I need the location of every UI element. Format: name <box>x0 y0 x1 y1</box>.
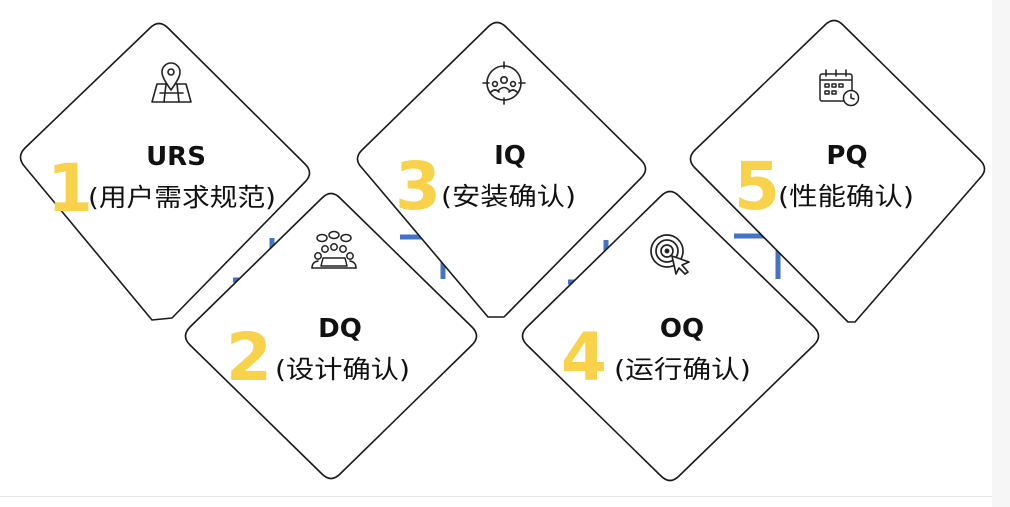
diamond-step-4 <box>521 190 820 482</box>
step-5-abbr: PQ <box>826 141 867 171</box>
right-edge-panel <box>992 0 1010 507</box>
step-2-number: 2 <box>226 319 272 396</box>
bottom-divider <box>0 496 992 497</box>
step-5-number: 5 <box>734 148 780 225</box>
diamond-step-5 <box>689 19 986 323</box>
diamonds <box>19 19 986 482</box>
step-4-number: 4 <box>561 319 607 396</box>
step-3-abbr: IQ <box>494 141 526 171</box>
step-1-number: 1 <box>47 150 93 227</box>
target-cursor-icon <box>650 234 690 275</box>
install-target-icon <box>482 61 526 105</box>
calendar-clock-icon <box>819 69 860 107</box>
step-3-number: 3 <box>395 148 441 225</box>
diamond-step-1 <box>19 22 311 321</box>
step-5-label: (性能确认) <box>778 182 914 211</box>
step-2-label: (设计确认) <box>275 355 410 384</box>
diamond-step-3 <box>356 21 647 318</box>
map-pin-icon <box>151 62 192 103</box>
diamond-step-2 <box>184 192 478 480</box>
step-1-abbr: URS <box>146 142 206 172</box>
meeting-icon <box>311 230 357 269</box>
step-1-label: (用户需求规范) <box>88 183 276 212</box>
step-2-abbr: DQ <box>318 314 362 344</box>
step-4-label: (运行确认) <box>614 355 751 384</box>
step-3-label: (安装确认) <box>441 182 576 211</box>
step-4-abbr: OQ <box>660 314 704 344</box>
